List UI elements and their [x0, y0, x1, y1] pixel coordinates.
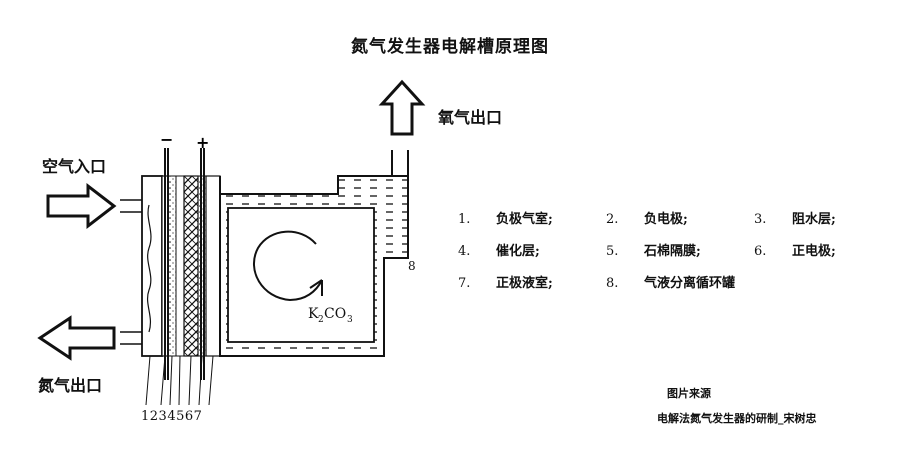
legend-item: 6.正电极; — [754, 244, 836, 259]
oxygen-outlet-arrow-icon — [378, 79, 426, 136]
electrolyte-label: K 2 CO 3 — [308, 306, 353, 325]
part-numbers: 1234567 — [141, 409, 202, 424]
electrolyte-co: CO — [324, 306, 346, 322]
legend-item: 8.气液分离循环罐 — [606, 276, 736, 291]
negative-gas-chamber — [141, 175, 163, 357]
legend-item: 7.正极液室; — [458, 276, 553, 291]
source-text: 电解法氮气发生器的研制_宋树忠 — [657, 412, 817, 425]
electrode-layer-stack — [161, 175, 221, 357]
part-leader-lines — [145, 355, 214, 406]
nitrogen-outlet-arrow-icon — [37, 315, 116, 361]
legend-item: 4.催化层; — [458, 244, 540, 259]
gas-pipes — [120, 199, 142, 345]
diagram-title: 氮气发生器电解槽原理图 — [351, 37, 549, 57]
oxygen-outlet-label: 氧气出口 — [438, 108, 503, 127]
air-inlet-label: 空气入口 — [42, 157, 107, 176]
electrode-terminals — [164, 148, 205, 380]
positive-terminal-label: + — [196, 133, 209, 152]
legend-item: 1.负极气室; — [458, 212, 553, 227]
positive-liquid-chamber — [219, 150, 409, 357]
legend-item: 2.负电极; — [606, 212, 688, 227]
source-title: 图片来源 — [667, 387, 711, 400]
electrolyte-sub-3: 3 — [347, 315, 353, 325]
air-inlet-arrow-icon — [46, 182, 117, 230]
electrolyte-k: K — [308, 306, 319, 322]
legend-item: 5.石棉隔膜; — [606, 244, 701, 259]
legend-item: 3.阻水层; — [754, 212, 836, 227]
electrolyte-sub-2: 2 — [318, 315, 324, 325]
negative-terminal-label: − — [160, 130, 173, 149]
part-8-marker: 8 — [408, 259, 416, 273]
nitrogen-outlet-label: 氮气出口 — [38, 376, 103, 395]
